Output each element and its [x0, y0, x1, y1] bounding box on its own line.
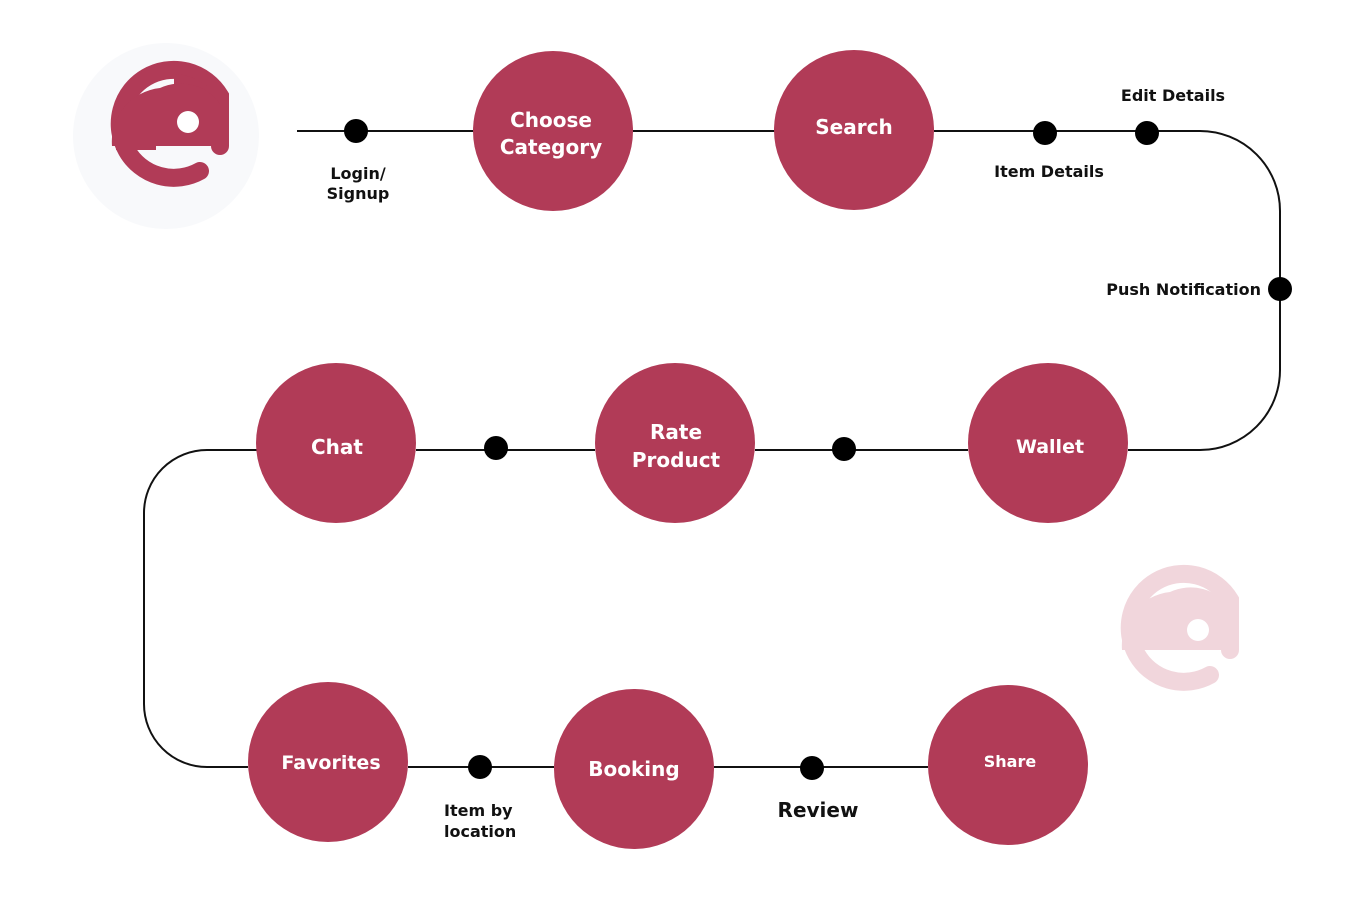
node-label: Booking: [588, 757, 679, 781]
dot-review: [800, 756, 824, 780]
dot-chat-rate: [484, 436, 508, 460]
node-label-line-2: Category: [500, 135, 602, 159]
dot-push-notification: [1268, 277, 1292, 301]
node-share[interactable]: Share: [928, 685, 1088, 845]
faded-brand-logo: [1120, 564, 1239, 691]
node-label-line-1: Rate: [650, 420, 702, 444]
dot-item-by-location: [468, 755, 492, 779]
node-wallet[interactable]: Wallet: [968, 363, 1128, 523]
edge-label-login-signup-line-2: Signup: [327, 184, 390, 203]
node-search[interactable]: Search: [774, 50, 934, 210]
node-label-line-1: Choose: [510, 108, 592, 132]
node-label: Share: [984, 752, 1037, 771]
edge-label-item-by-location-line-1: Item by: [444, 801, 513, 820]
node-favorites[interactable]: Favorites: [248, 682, 408, 842]
chameleon-e-logo-icon: [1120, 564, 1239, 691]
edge-label-item-details: Item Details: [994, 162, 1104, 181]
connector-chat-to-favorites: [143, 449, 257, 768]
node-label-line-2: Product: [632, 448, 721, 472]
dot-login-signup: [344, 119, 368, 143]
edge-label-edit-details: Edit Details: [1121, 86, 1225, 105]
node-choose-category[interactable]: Choose Category: [473, 51, 633, 211]
step-dots: [344, 119, 1292, 780]
node-label: Search: [815, 115, 892, 139]
chameleon-e-logo-icon: [110, 60, 229, 187]
edge-label-push-notification: Push Notification: [1106, 280, 1261, 299]
brand-logo: [73, 43, 259, 229]
node-rate-product[interactable]: Rate Product: [595, 363, 755, 523]
edge-label-item-by-location-line-2: location: [444, 822, 516, 841]
dot-edit-details: [1135, 121, 1159, 145]
node-chat[interactable]: Chat: [256, 363, 416, 523]
node-booking[interactable]: Booking: [554, 689, 714, 849]
dot-rate-wallet: [832, 437, 856, 461]
node-label: Wallet: [1016, 436, 1084, 458]
edge-label-review: Review: [778, 798, 859, 822]
edge-label-login-signup-line-1: Login/: [330, 164, 386, 183]
node-label: Chat: [311, 435, 363, 459]
dot-item-details: [1033, 121, 1057, 145]
node-label: Favorites: [281, 752, 380, 774]
